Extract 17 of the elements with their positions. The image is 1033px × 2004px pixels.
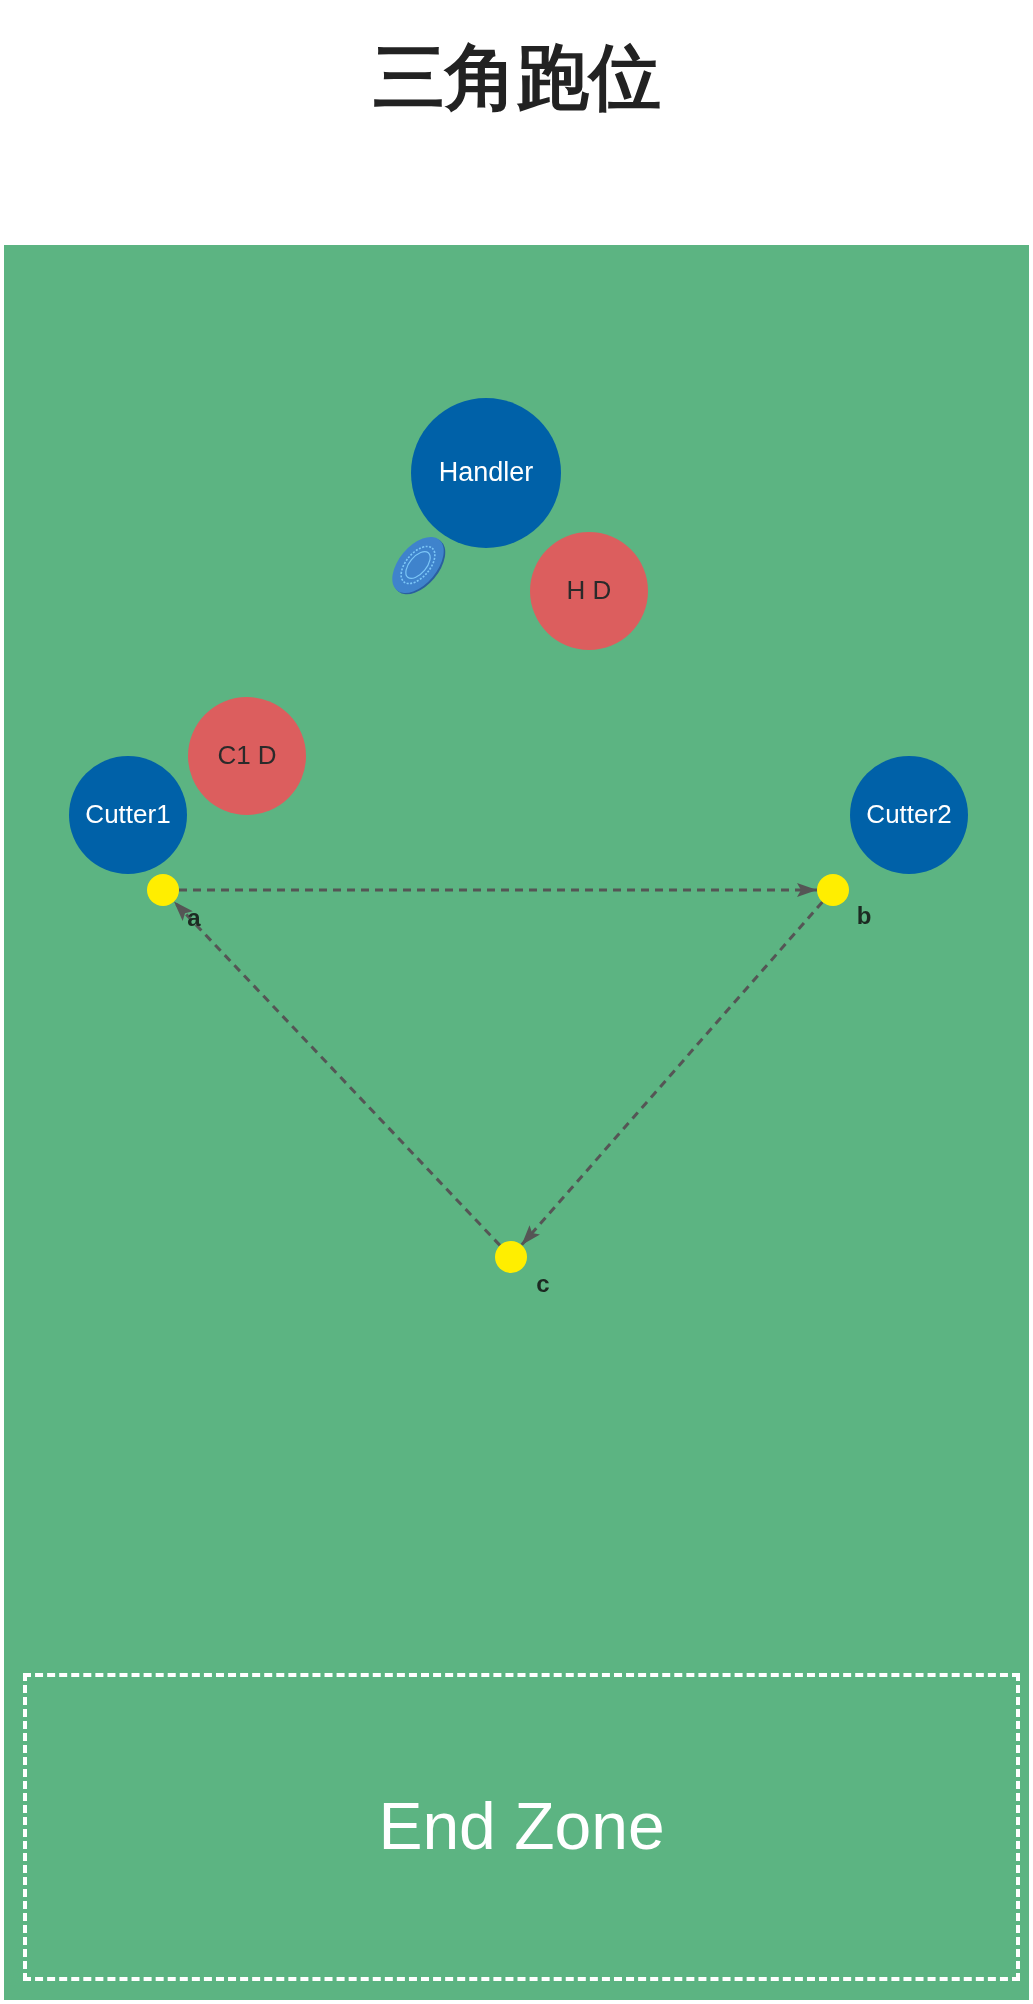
position-dot — [817, 874, 849, 906]
arrow — [520, 901, 824, 1246]
defender-name: C1 D — [217, 741, 277, 771]
arrow — [179, 883, 817, 897]
player-name: Handler — [438, 457, 534, 489]
arrow — [172, 900, 502, 1247]
defender-name: H D — [566, 576, 612, 606]
diagram-title: 三角跑位 — [372, 36, 661, 119]
zone-name: End Zone — [378, 1789, 665, 1865]
point-label: b — [856, 902, 872, 930]
point-label: a — [187, 904, 201, 932]
point-label: c — [536, 1270, 550, 1298]
position-dot — [147, 874, 179, 906]
position-dot — [495, 1241, 527, 1273]
end-zone-area — [23, 1673, 1020, 1981]
player-name: Cutter1 — [85, 800, 171, 830]
player-name: Cutter2 — [866, 800, 952, 830]
